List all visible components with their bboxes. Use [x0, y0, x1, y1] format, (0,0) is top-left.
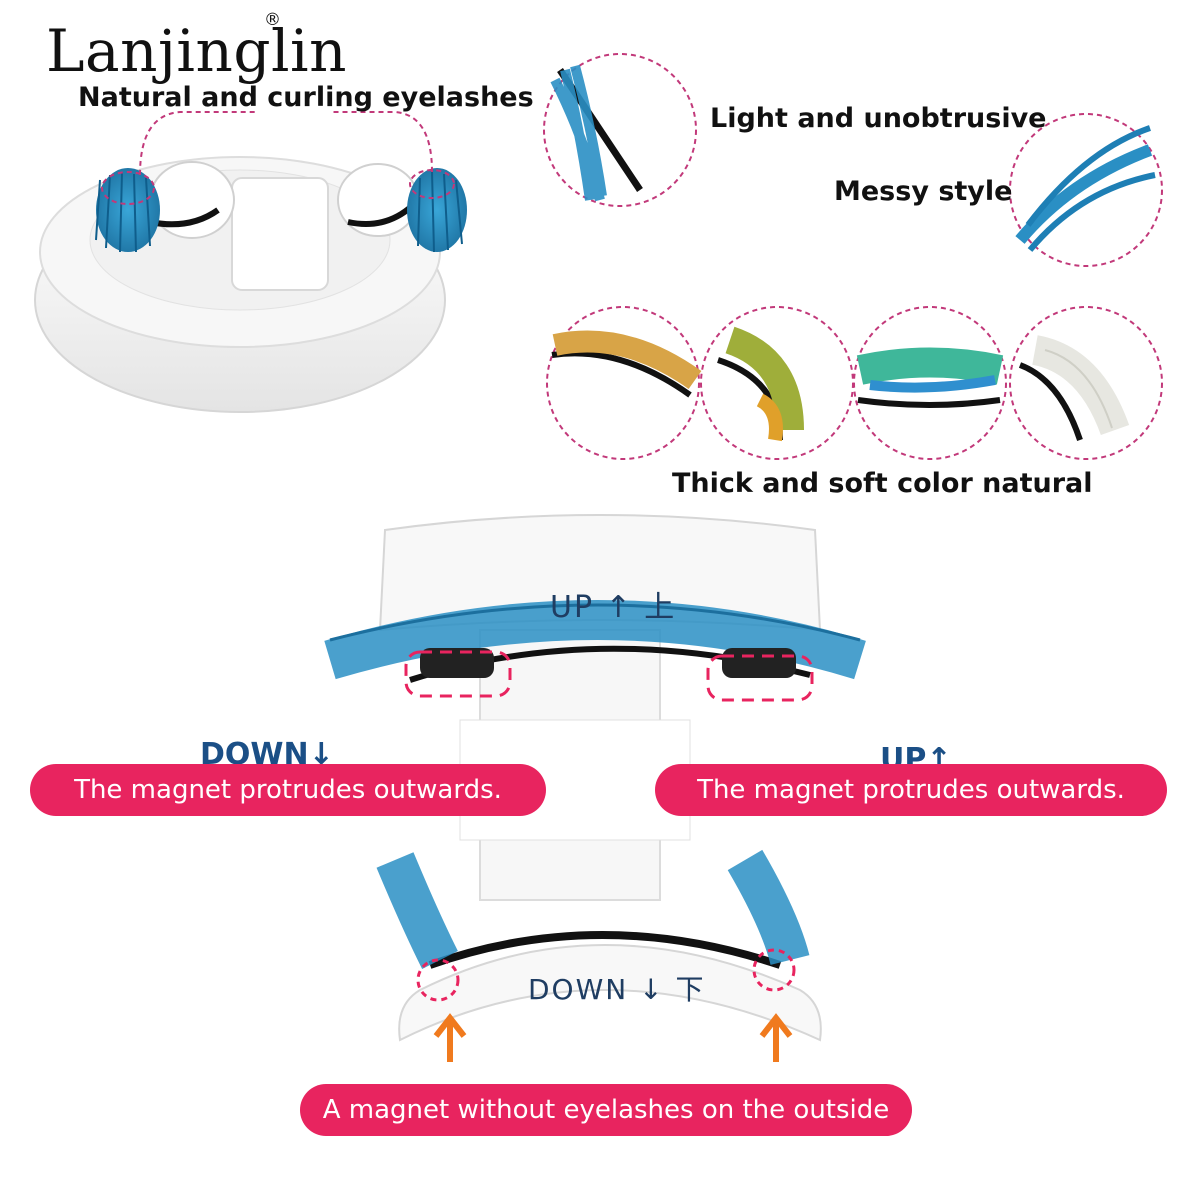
applicator-upper — [324, 514, 866, 901]
brand-logo: Lanjinglin — [46, 17, 347, 85]
caption-natural: Natural and curling eyelashes — [78, 82, 534, 113]
up-marking: UP ↑ 上 — [550, 582, 676, 626]
detail-circle-messy — [1009, 113, 1163, 267]
swatch-green-gold — [700, 306, 854, 460]
down-marking-text: DOWN — [528, 973, 629, 1006]
detail-circle-light — [543, 53, 697, 207]
down-marking-cn: 下 — [675, 973, 706, 1006]
orange-arrow-right — [759, 1013, 793, 1062]
applicator-lower — [376, 849, 822, 1042]
orange-arrow-left — [433, 1013, 467, 1062]
down-marking: DOWN ↓ 下 — [528, 968, 706, 1008]
pill-right: The magnet protrudes outwards. — [655, 764, 1167, 816]
pill-bottom: A magnet without eyelashes on the outsid… — [300, 1084, 912, 1136]
left-lash-on-case — [95, 168, 160, 253]
lash-case — [34, 111, 467, 413]
caption-light: Light and unobtrusive — [710, 103, 1047, 134]
swatch-green-blue — [853, 306, 1007, 460]
swatch-white — [1009, 306, 1163, 460]
up-marking-text: UP — [550, 590, 595, 625]
up-arrow-icon: ↑ — [605, 590, 633, 625]
registered-mark: ® — [264, 10, 281, 30]
down-arrow-icon: ↓ — [639, 973, 665, 1006]
right-lash-on-case — [407, 168, 467, 253]
pill-left: The magnet protrudes outwards. — [30, 764, 546, 816]
caption-thick: Thick and soft color natural — [672, 468, 1093, 499]
swatch-gold — [546, 306, 702, 460]
caption-messy: Messy style — [834, 176, 1013, 207]
up-marking-cn: 上 — [644, 590, 677, 625]
